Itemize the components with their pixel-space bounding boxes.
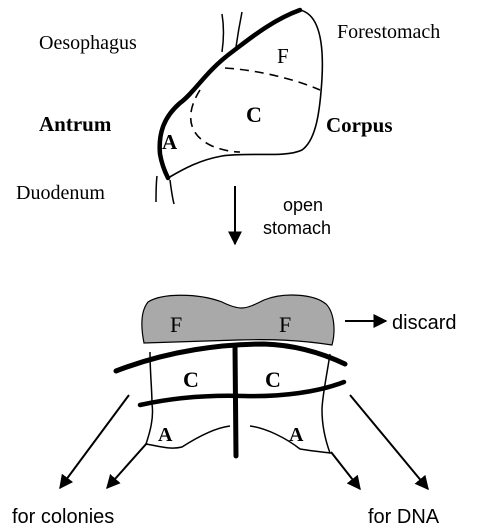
corpus-antrum-boundary [191, 90, 240, 152]
corpus-label: Corpus [326, 113, 393, 137]
oesophagus-label: Oesophagus [39, 32, 137, 54]
colonies-arrow-inner [107, 443, 147, 488]
forestomach-corpus-boundary [225, 68, 320, 90]
forestomach-label: Forestomach [337, 21, 440, 43]
opened-f-left: F [170, 312, 182, 337]
opened-midline-cut [235, 346, 236, 456]
open-stomach-label-line1: open [283, 195, 323, 215]
region-label-f: F [277, 44, 289, 68]
for-colonies-label: for colonies [12, 506, 114, 528]
intact-stomach: F C A [156, 10, 322, 204]
stomach-outline-thick [160, 10, 300, 178]
opened-lower-boundary [140, 382, 344, 405]
duodenum-label: Duodenum [16, 182, 105, 204]
antrum-label: Antrum [39, 112, 112, 136]
opened-c-left: C [183, 367, 199, 392]
dna-arrow-inner [331, 452, 360, 489]
opened-c-right: C [265, 367, 281, 392]
opened-a-right: A [289, 424, 304, 446]
opened-a-left: A [158, 424, 173, 446]
region-label-a: A [162, 130, 178, 154]
dna-arrow-outer [350, 395, 428, 489]
open-stomach-label-line2: stomach [263, 218, 331, 238]
duodenum-tube [156, 176, 174, 204]
opened-stomach: F F C C A A [116, 295, 345, 456]
discard-label: discard [392, 312, 456, 334]
region-label-c: C [246, 102, 262, 127]
for-dna-label: for DNA [368, 506, 440, 528]
opened-f-right: F [279, 312, 291, 337]
